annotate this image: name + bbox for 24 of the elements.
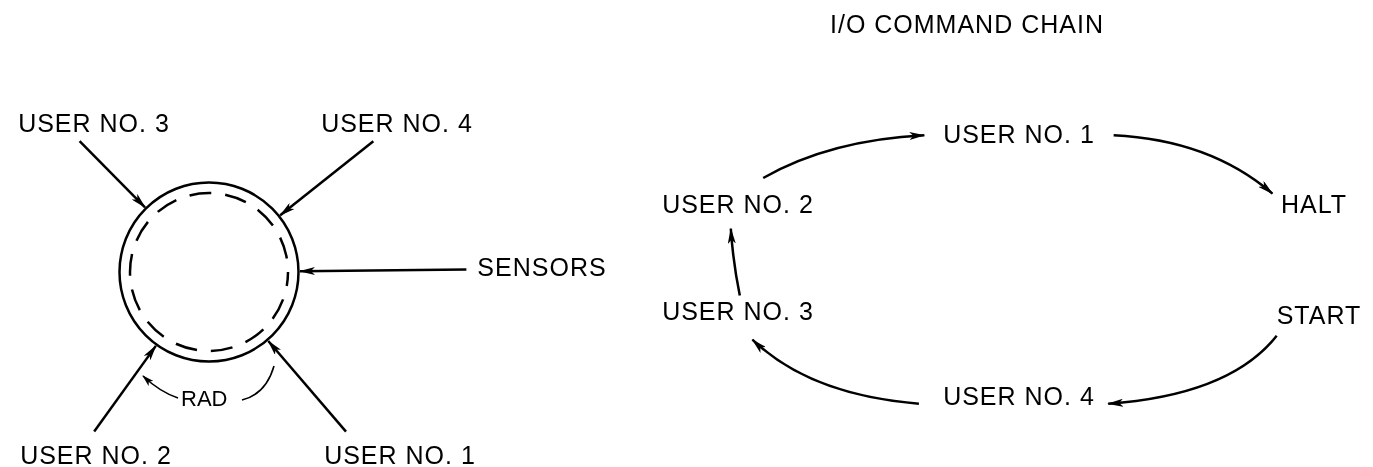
node-label: START (1272, 302, 1366, 328)
disk-drawing (118, 181, 300, 363)
node-label: USER NO. 4 (306, 110, 488, 136)
node-label: USER NO. 2 (6, 442, 186, 467)
node-label: USER NO. 2 (648, 191, 828, 217)
arrow (279, 140, 375, 217)
rotation-label: RAD (181, 388, 228, 410)
node-label: USER NO. 1 (928, 121, 1110, 147)
node-label: USER NO. 4 (928, 383, 1110, 409)
arrow (762, 132, 926, 180)
arrow (93, 345, 157, 433)
node-label: USER NO. 3 (4, 110, 184, 136)
node-label: USER NO. 3 (648, 298, 828, 324)
arrow (267, 340, 347, 433)
node-label: USER NO. 1 (310, 442, 490, 467)
arrow (299, 267, 467, 275)
arrow (78, 140, 146, 209)
diagram-title: I/O COMMAND CHAIN (830, 12, 1104, 37)
node-label: HALT (1274, 191, 1354, 217)
arrow (727, 227, 742, 296)
arrow (1107, 334, 1278, 407)
node-label: SENSORS (472, 254, 612, 280)
arrow (1113, 134, 1274, 195)
arrow (751, 338, 920, 406)
